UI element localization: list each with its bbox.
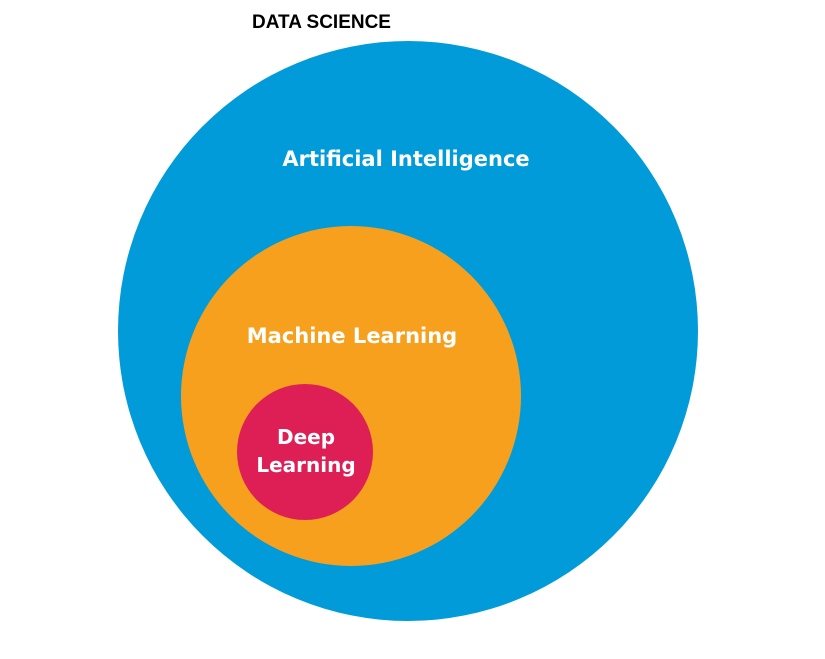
page-title: DATA SCIENCE	[252, 12, 391, 33]
machine-learning-circle	[181, 226, 521, 566]
deep-learning-label-line1: Deep	[277, 425, 335, 449]
deep-learning-label-line2: Learning	[256, 453, 355, 477]
artificial-intelligence-label: Artificial Intelligence	[282, 147, 529, 171]
deep-learning-circle	[237, 384, 373, 520]
machine-learning-label: Machine Learning	[247, 324, 457, 348]
